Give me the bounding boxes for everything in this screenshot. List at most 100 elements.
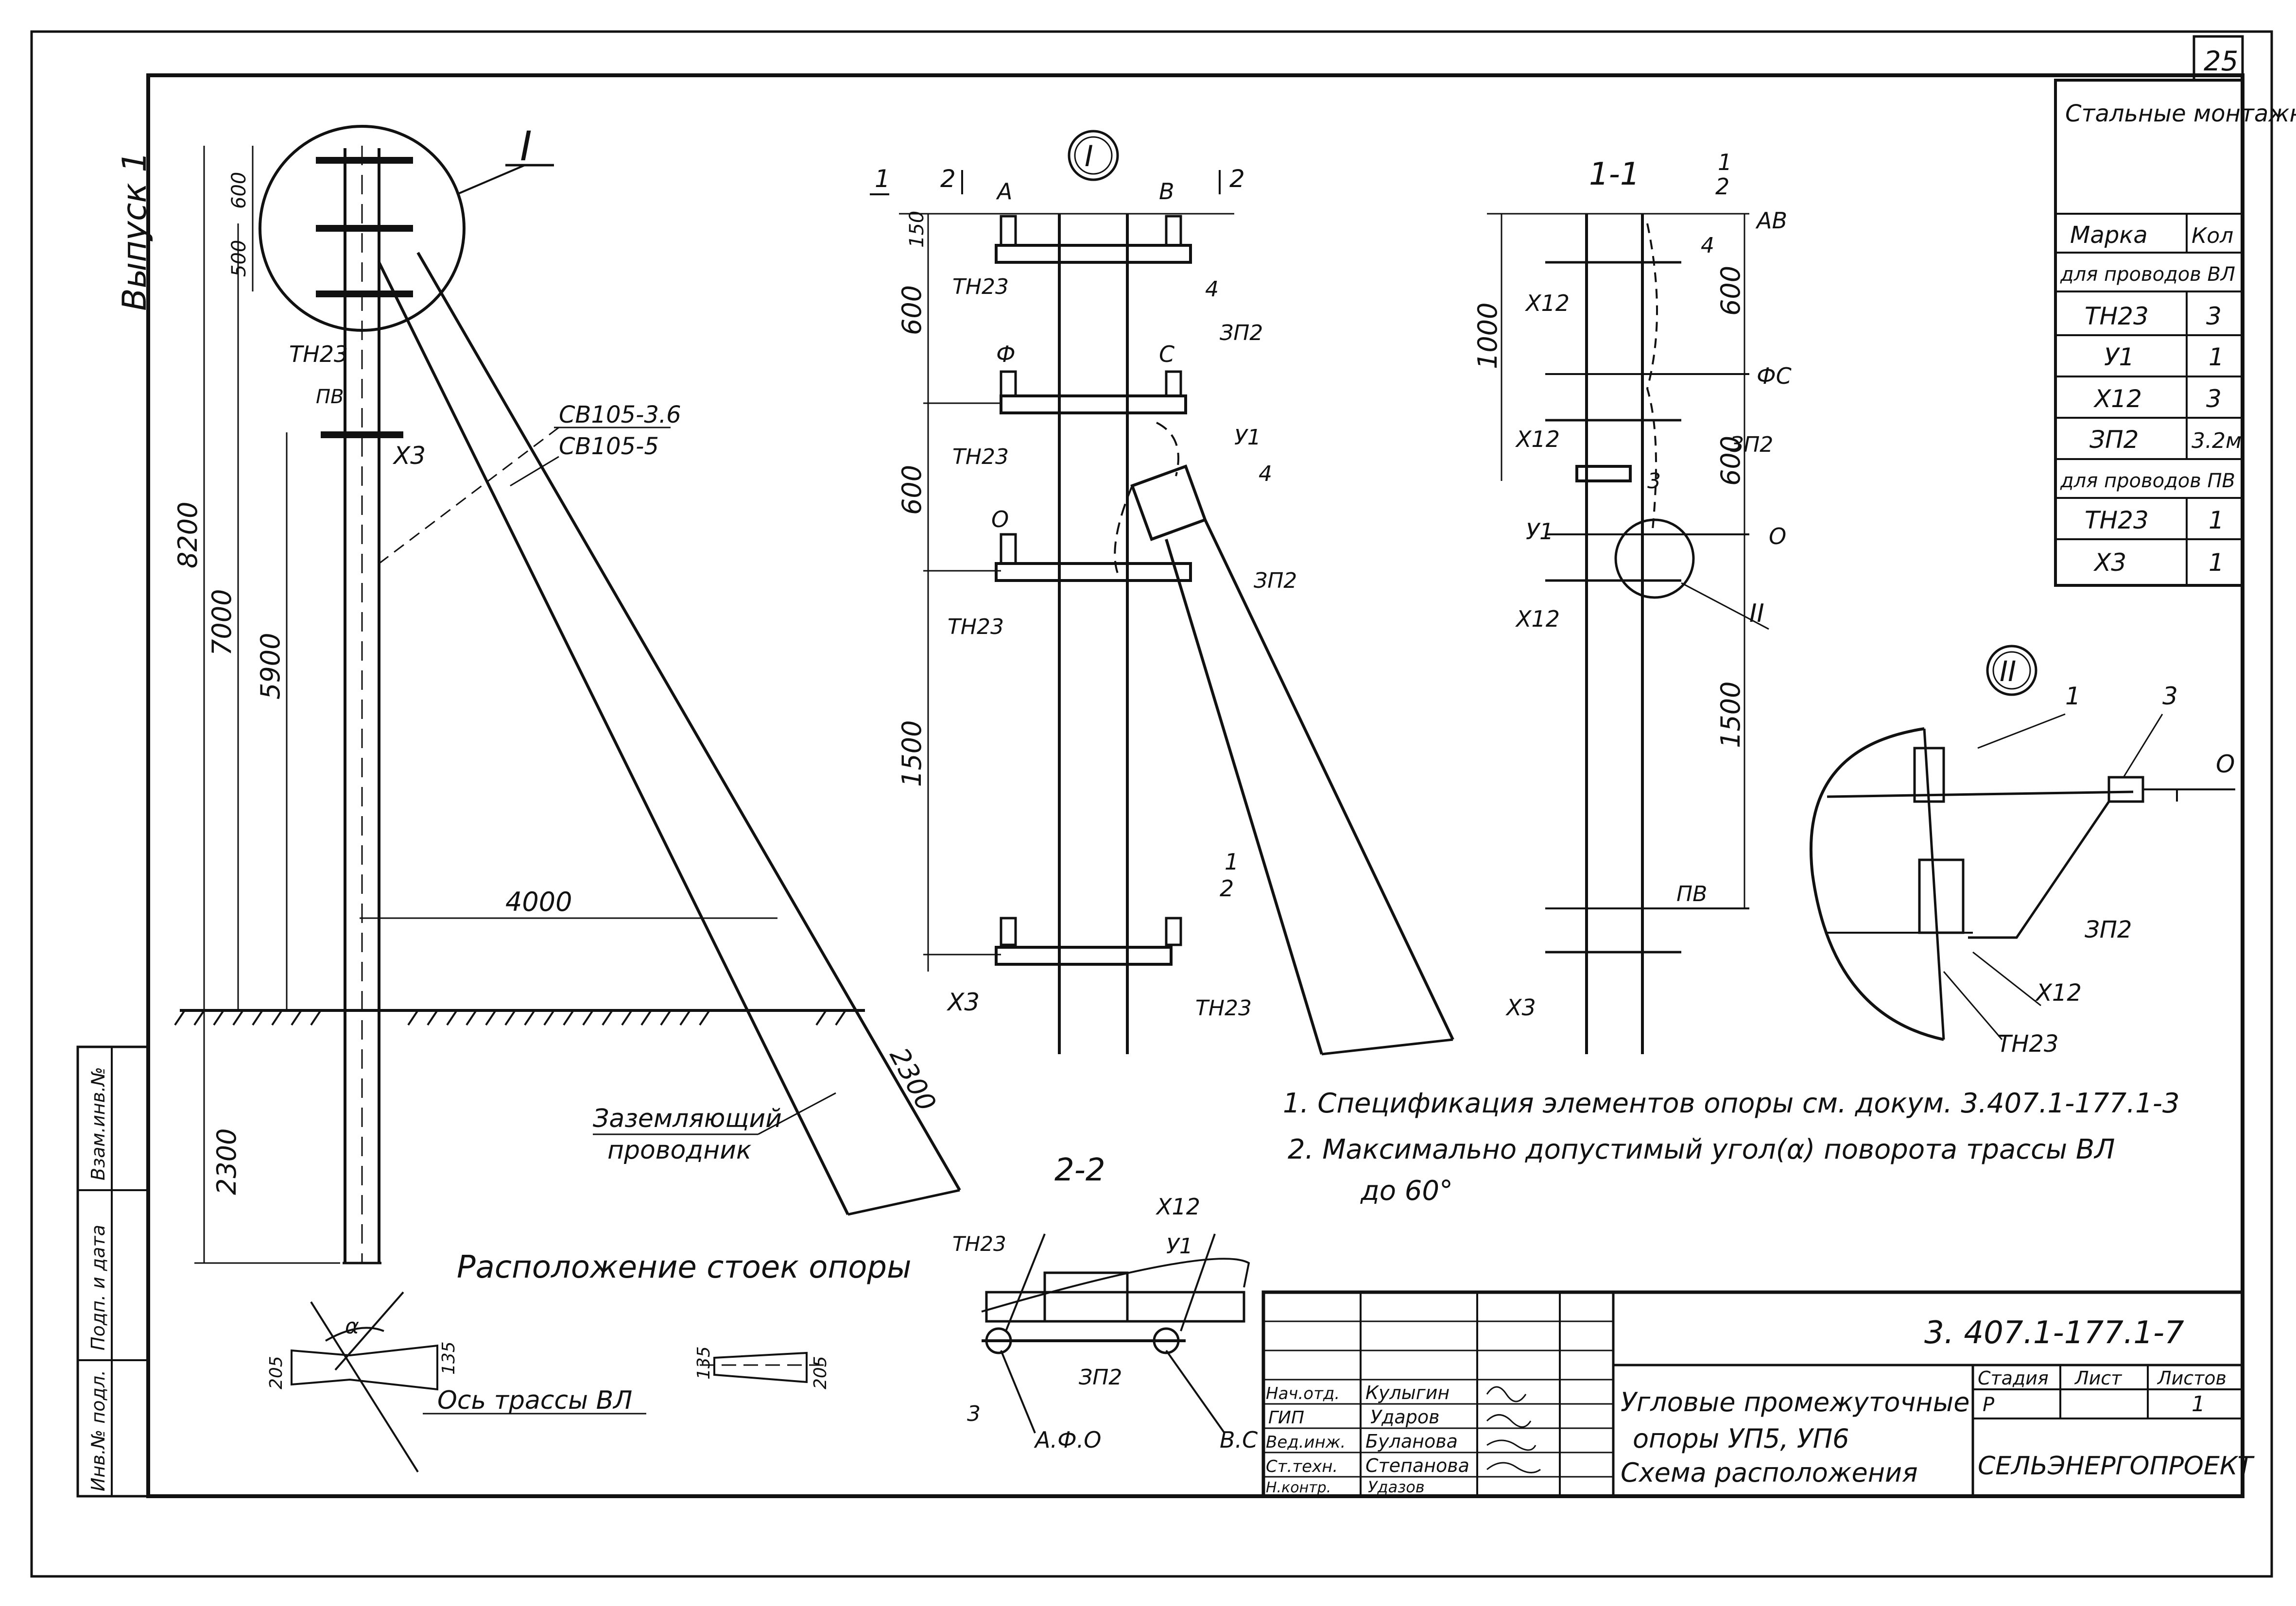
view-I-dim-150: 150	[906, 211, 928, 248]
mark-x12: Х12	[1525, 290, 1570, 316]
note-line: 1. Спецификация элементов опоры см. доку…	[1283, 1088, 2180, 1119]
mark-x3: Х3	[392, 442, 426, 470]
view-I: I 150 600 600 1500 1 2 2 А В	[870, 130, 1454, 1056]
pole-label-2: СВ105-5	[559, 433, 659, 460]
spec-mark: ТН23	[2085, 302, 2149, 330]
mark-u1: У1	[1234, 425, 1261, 450]
mark-two: 2	[1220, 875, 1234, 902]
note-line: 2. Максимально допустимый угол(α) поворо…	[1288, 1134, 2115, 1165]
spec-title-text: Стальные монтажные марки	[2065, 100, 2296, 127]
sheet-frame: 25	[30, 30, 2273, 1578]
mark-tn23: ТН23	[289, 341, 348, 367]
spec-mark: Х12	[2093, 385, 2142, 413]
title-line-3: Схема расположения	[1621, 1457, 1918, 1488]
tb-role: Вед.инж.	[1266, 1433, 1346, 1452]
mark-four: 4	[1205, 277, 1219, 302]
stage-value: Р	[1983, 1394, 1995, 1416]
mark-four: 4	[1259, 461, 1272, 486]
tb-name: Кулыгин	[1365, 1382, 1450, 1403]
view-I-title: I	[1085, 139, 1093, 173]
spec-mark: Х3	[2093, 548, 2126, 577]
doc-code: 3. 407.1-177.1-7	[1924, 1315, 2184, 1351]
mark-tn23: ТН23	[1195, 996, 1252, 1021]
spec-table: Стальные монтажные марки Марка Кол для п…	[2054, 79, 2296, 587]
detail-mark-I: I	[520, 122, 532, 170]
cut-1-label: 1	[875, 165, 890, 193]
stamp-inv: Инв.№ подл.	[87, 1370, 109, 1491]
mark-zp2: ЗП2	[1254, 568, 1297, 593]
mark-tn23: ТН23	[1997, 1030, 2059, 1058]
side-stamp: Инв.№ подл. Подп. и дата Взам.инв.№	[76, 1045, 150, 1498]
spec-section-vl: для проводов ВЛ	[2060, 263, 2235, 286]
mark-zp2: ЗП2	[1730, 432, 1773, 457]
spec-mark: ТН23	[2085, 506, 2149, 534]
spec-col-mark: Марка	[2070, 222, 2148, 249]
mark-tn23: ТН23	[948, 615, 1004, 639]
tb-name: Степанова	[1365, 1455, 1469, 1476]
dim-4000: 4000	[505, 887, 572, 917]
ground-conductor-label-1: Заземляющий	[593, 1104, 782, 1133]
title-line-1: Угловые промежуточные	[1621, 1387, 1969, 1418]
dim-7000: 7000	[207, 589, 237, 656]
spec-qty: 3	[2206, 302, 2222, 330]
axis-label: Ось трассы ВЛ	[437, 1386, 632, 1415]
tb-role: ГИП	[1268, 1408, 1304, 1428]
detail-II-mark: II	[1749, 599, 1764, 628]
dim-2300: 2300	[211, 1128, 242, 1195]
mark-four: 4	[1701, 233, 1714, 258]
spec-mark: ЗП2	[2089, 426, 2139, 454]
wire-fc: ФС	[1757, 363, 1792, 389]
phase-o: О	[991, 506, 1009, 532]
view-11-dim-600a: 600	[1715, 266, 1746, 316]
sheets-header: Листов	[2157, 1367, 2227, 1389]
plan-sketch: α Ось трассы ВЛ 205 135 135 205	[266, 1291, 830, 1473]
mark-three: 3	[967, 1401, 981, 1426]
view-11-dim-1000: 1000	[1472, 303, 1503, 369]
mark-one: 1	[1718, 149, 1732, 175]
mark-x12: Х12	[1515, 426, 1560, 452]
mark-x12: Х12	[1515, 606, 1560, 632]
spec-section-pv: для проводов ПВ	[2060, 470, 2235, 492]
cut-2-label: 2	[940, 165, 956, 193]
mark-three: 3	[2162, 682, 2178, 710]
dim-205-right: 205	[811, 1356, 830, 1389]
stamp-sign: Подп. и дата	[87, 1225, 109, 1350]
tb-role: Н.контр.	[1266, 1479, 1331, 1496]
mark-three: 3	[1647, 469, 1661, 494]
cut-2-label: 2	[1229, 165, 1245, 193]
view-I-dim-1500: 1500	[897, 720, 927, 787]
mark-u1: У1	[1526, 518, 1554, 545]
phase-a: А	[996, 178, 1012, 205]
dim-500: 500	[228, 240, 250, 277]
wire-ab: АВ	[1755, 207, 1787, 234]
spec-qty: 3.2м	[2192, 428, 2242, 453]
dim-135-right: 135	[694, 1346, 714, 1380]
sheet-header: Лист	[2074, 1367, 2123, 1389]
view-1-1: 1-1 1000 600 600 1500 АВ ФС О ПВ 1 2 4 Х…	[1472, 149, 1792, 1054]
wire-o: О	[1769, 523, 1786, 549]
dim-600: 600	[228, 172, 250, 209]
view-11-dim-1500: 1500	[1715, 682, 1746, 748]
spec-title: Стальные монтажные марки	[2065, 100, 2296, 127]
mark-x12: Х12	[1156, 1194, 1200, 1220]
view-11-title: 1-1	[1589, 156, 1640, 192]
stamp-replace: Взам.инв.№	[87, 1067, 109, 1180]
issue-label: Выпуск 1	[116, 152, 154, 311]
view-I-dim-600a: 600	[897, 285, 927, 335]
dim-5900: 5900	[255, 633, 286, 700]
view-11-dim-600b: 600	[1715, 436, 1746, 486]
tb-name: Буланова	[1365, 1431, 1458, 1452]
dim-2300-strut: 2300	[884, 1043, 942, 1116]
note-line: до 60°	[1360, 1175, 1453, 1207]
mark-tn23: ТН23	[952, 444, 1009, 469]
phase-c: С	[1159, 341, 1174, 367]
title-block: Нач.отд. Кулыгин ГИП Ударов Вед.инж. Бул…	[1261, 1290, 2255, 1498]
tb-name: Удазов	[1368, 1478, 1425, 1496]
main-pole-view: I 600 500 8200 7000 5900 4000 2300 2300 …	[173, 122, 961, 1285]
spec-col-qty: Кол	[2192, 223, 2233, 248]
wire-afo: А.Ф.О	[1034, 1427, 1102, 1453]
mark-pv: ПВ	[316, 386, 344, 408]
tb-role: Ст.техн.	[1266, 1457, 1338, 1476]
mark-tn23: ТН23	[952, 274, 1009, 299]
